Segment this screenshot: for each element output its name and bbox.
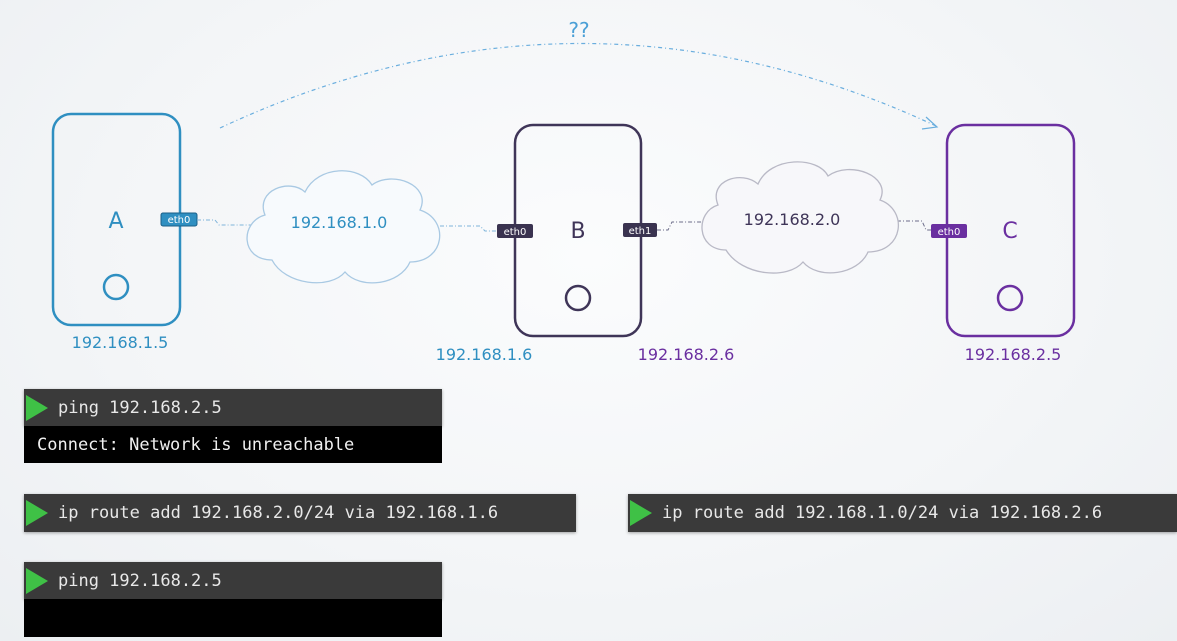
cloud-network-2: 192.168.2.0 [701, 161, 899, 274]
route-arc-arrowhead [921, 116, 939, 130]
link-cloud1-b [440, 225, 497, 232]
host-c-name: C [1002, 219, 1017, 244]
terminal-route-a: ip route add 192.168.2.0/24 via 192.168.… [24, 494, 576, 532]
ip-label-c: 192.168.2.5 [965, 345, 1062, 364]
host-b-circle-icon [564, 284, 592, 312]
c-eth0-label: eth0 [938, 227, 961, 238]
terminal-command: ping 192.168.2.5 [58, 397, 222, 418]
cloud-network-1: 192.168.1.0 [246, 170, 441, 284]
question-mark: ?? [568, 18, 589, 42]
cloud-1-label: 192.168.1.0 [291, 213, 388, 232]
play-icon [26, 567, 48, 594]
b-eth0-label: eth0 [504, 227, 527, 238]
host-b-name: B [570, 219, 585, 244]
b-eth1-label: eth1 [629, 226, 652, 237]
host-b: B [513, 123, 643, 338]
ip-label-a: 192.168.1.5 [72, 333, 169, 352]
cloud-2-label: 192.168.2.0 [744, 210, 841, 229]
ip-label-b-eth1: 192.168.2.6 [638, 345, 735, 364]
link-cloud2-c [888, 220, 931, 231]
play-icon [630, 500, 652, 526]
terminal-ping-1: ping 192.168.2.5 [24, 389, 442, 426]
network-diagram: ?? A eth0 B eth0 eth1 C eth0 192.168.1.0… [51, 18, 1076, 364]
c-eth0-badge [931, 224, 967, 238]
terminal-output-2 [24, 599, 442, 637]
link-a-cloud1 [197, 219, 258, 226]
play-icon [26, 394, 48, 421]
terminal-output-1: Connect: Network is unreachable [24, 426, 442, 463]
ip-label-b-eth0: 192.168.1.6 [436, 345, 533, 364]
terminal-command: ping 192.168.2.5 [58, 570, 222, 591]
b-eth1-badge [623, 223, 657, 237]
terminal-route-c: ip route add 192.168.1.0/24 via 192.168.… [628, 494, 1177, 532]
host-a-circle-icon [102, 273, 130, 301]
terminal-output-text: Connect: Network is unreachable [37, 434, 355, 455]
terminal-command: ip route add 192.168.1.0/24 via 192.168.… [662, 503, 1103, 523]
b-eth0-badge [497, 224, 533, 238]
link-b-cloud2 [657, 221, 712, 231]
host-a-name: A [108, 209, 123, 234]
host-c-circle-icon [996, 284, 1024, 312]
terminal-command: ip route add 192.168.2.0/24 via 192.168.… [58, 503, 499, 523]
route-arc [219, 42, 937, 129]
terminal-ping-2: ping 192.168.2.5 [24, 562, 442, 599]
a-eth0-label: eth0 [168, 215, 191, 226]
play-icon [26, 500, 48, 526]
